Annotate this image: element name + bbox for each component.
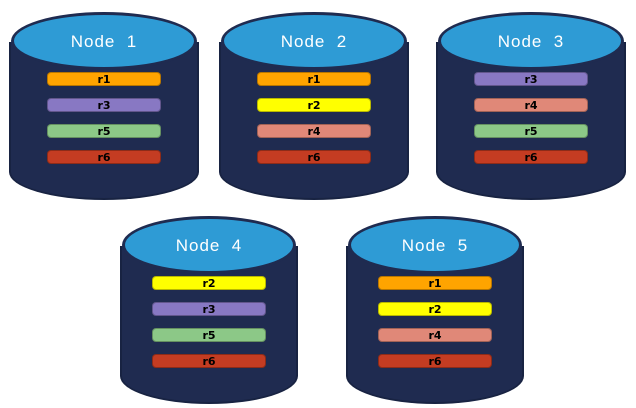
cylinder-top-ellipse: Node 2 — [221, 12, 407, 70]
replica-bar-r4: r4 — [474, 98, 588, 112]
node-title: Node 5 — [401, 236, 469, 255]
replica-bar-r6: r6 — [257, 150, 371, 164]
cylinder-top-ellipse: Node 3 — [438, 12, 624, 70]
replica-list: r1 r3 r5 r6 — [9, 72, 199, 164]
replica-bar-r4: r4 — [378, 328, 492, 342]
node-cylinder-2: Node 2 r1 r2 r4 r6 — [219, 8, 409, 200]
node-title: Node 3 — [497, 32, 565, 51]
replica-list: r2 r3 r5 r6 — [120, 276, 298, 368]
cylinder-top-ellipse: Node 5 — [348, 216, 522, 274]
node-cylinder-4: Node 4 r2 r3 r5 r6 — [120, 212, 298, 404]
replica-bar-r6: r6 — [378, 354, 492, 368]
replica-bar-r4: r4 — [257, 124, 371, 138]
replica-list: r3 r4 r5 r6 — [436, 72, 626, 164]
replica-list: r1 r2 r4 r6 — [346, 276, 524, 368]
replica-bar-r6: r6 — [152, 354, 266, 368]
node-title: Node 2 — [280, 32, 348, 51]
cylinder-top-ellipse: Node 4 — [122, 216, 296, 274]
replica-bar-r5: r5 — [152, 328, 266, 342]
replica-bar-r3: r3 — [474, 72, 588, 86]
cylinder-top-ellipse: Node 1 — [11, 12, 197, 70]
node-cylinder-1: Node 1 r1 r3 r5 r6 — [9, 8, 199, 200]
replica-bar-r1: r1 — [257, 72, 371, 86]
replica-bar-r6: r6 — [47, 150, 161, 164]
replica-bar-r5: r5 — [47, 124, 161, 138]
node-cylinder-5: Node 5 r1 r2 r4 r6 — [346, 212, 524, 404]
replica-list: r1 r2 r4 r6 — [219, 72, 409, 164]
replica-bar-r3: r3 — [47, 98, 161, 112]
replica-bar-r2: r2 — [257, 98, 371, 112]
replica-bar-r5: r5 — [474, 124, 588, 138]
node-title: Node 4 — [175, 236, 243, 255]
replica-bar-r1: r1 — [47, 72, 161, 86]
replica-bar-r3: r3 — [152, 302, 266, 316]
replica-bar-r6: r6 — [474, 150, 588, 164]
node-title: Node 1 — [70, 32, 138, 51]
replica-bar-r1: r1 — [378, 276, 492, 290]
replica-bar-r2: r2 — [152, 276, 266, 290]
node-cylinder-3: Node 3 r3 r4 r5 r6 — [436, 8, 626, 200]
replica-bar-r2: r2 — [378, 302, 492, 316]
